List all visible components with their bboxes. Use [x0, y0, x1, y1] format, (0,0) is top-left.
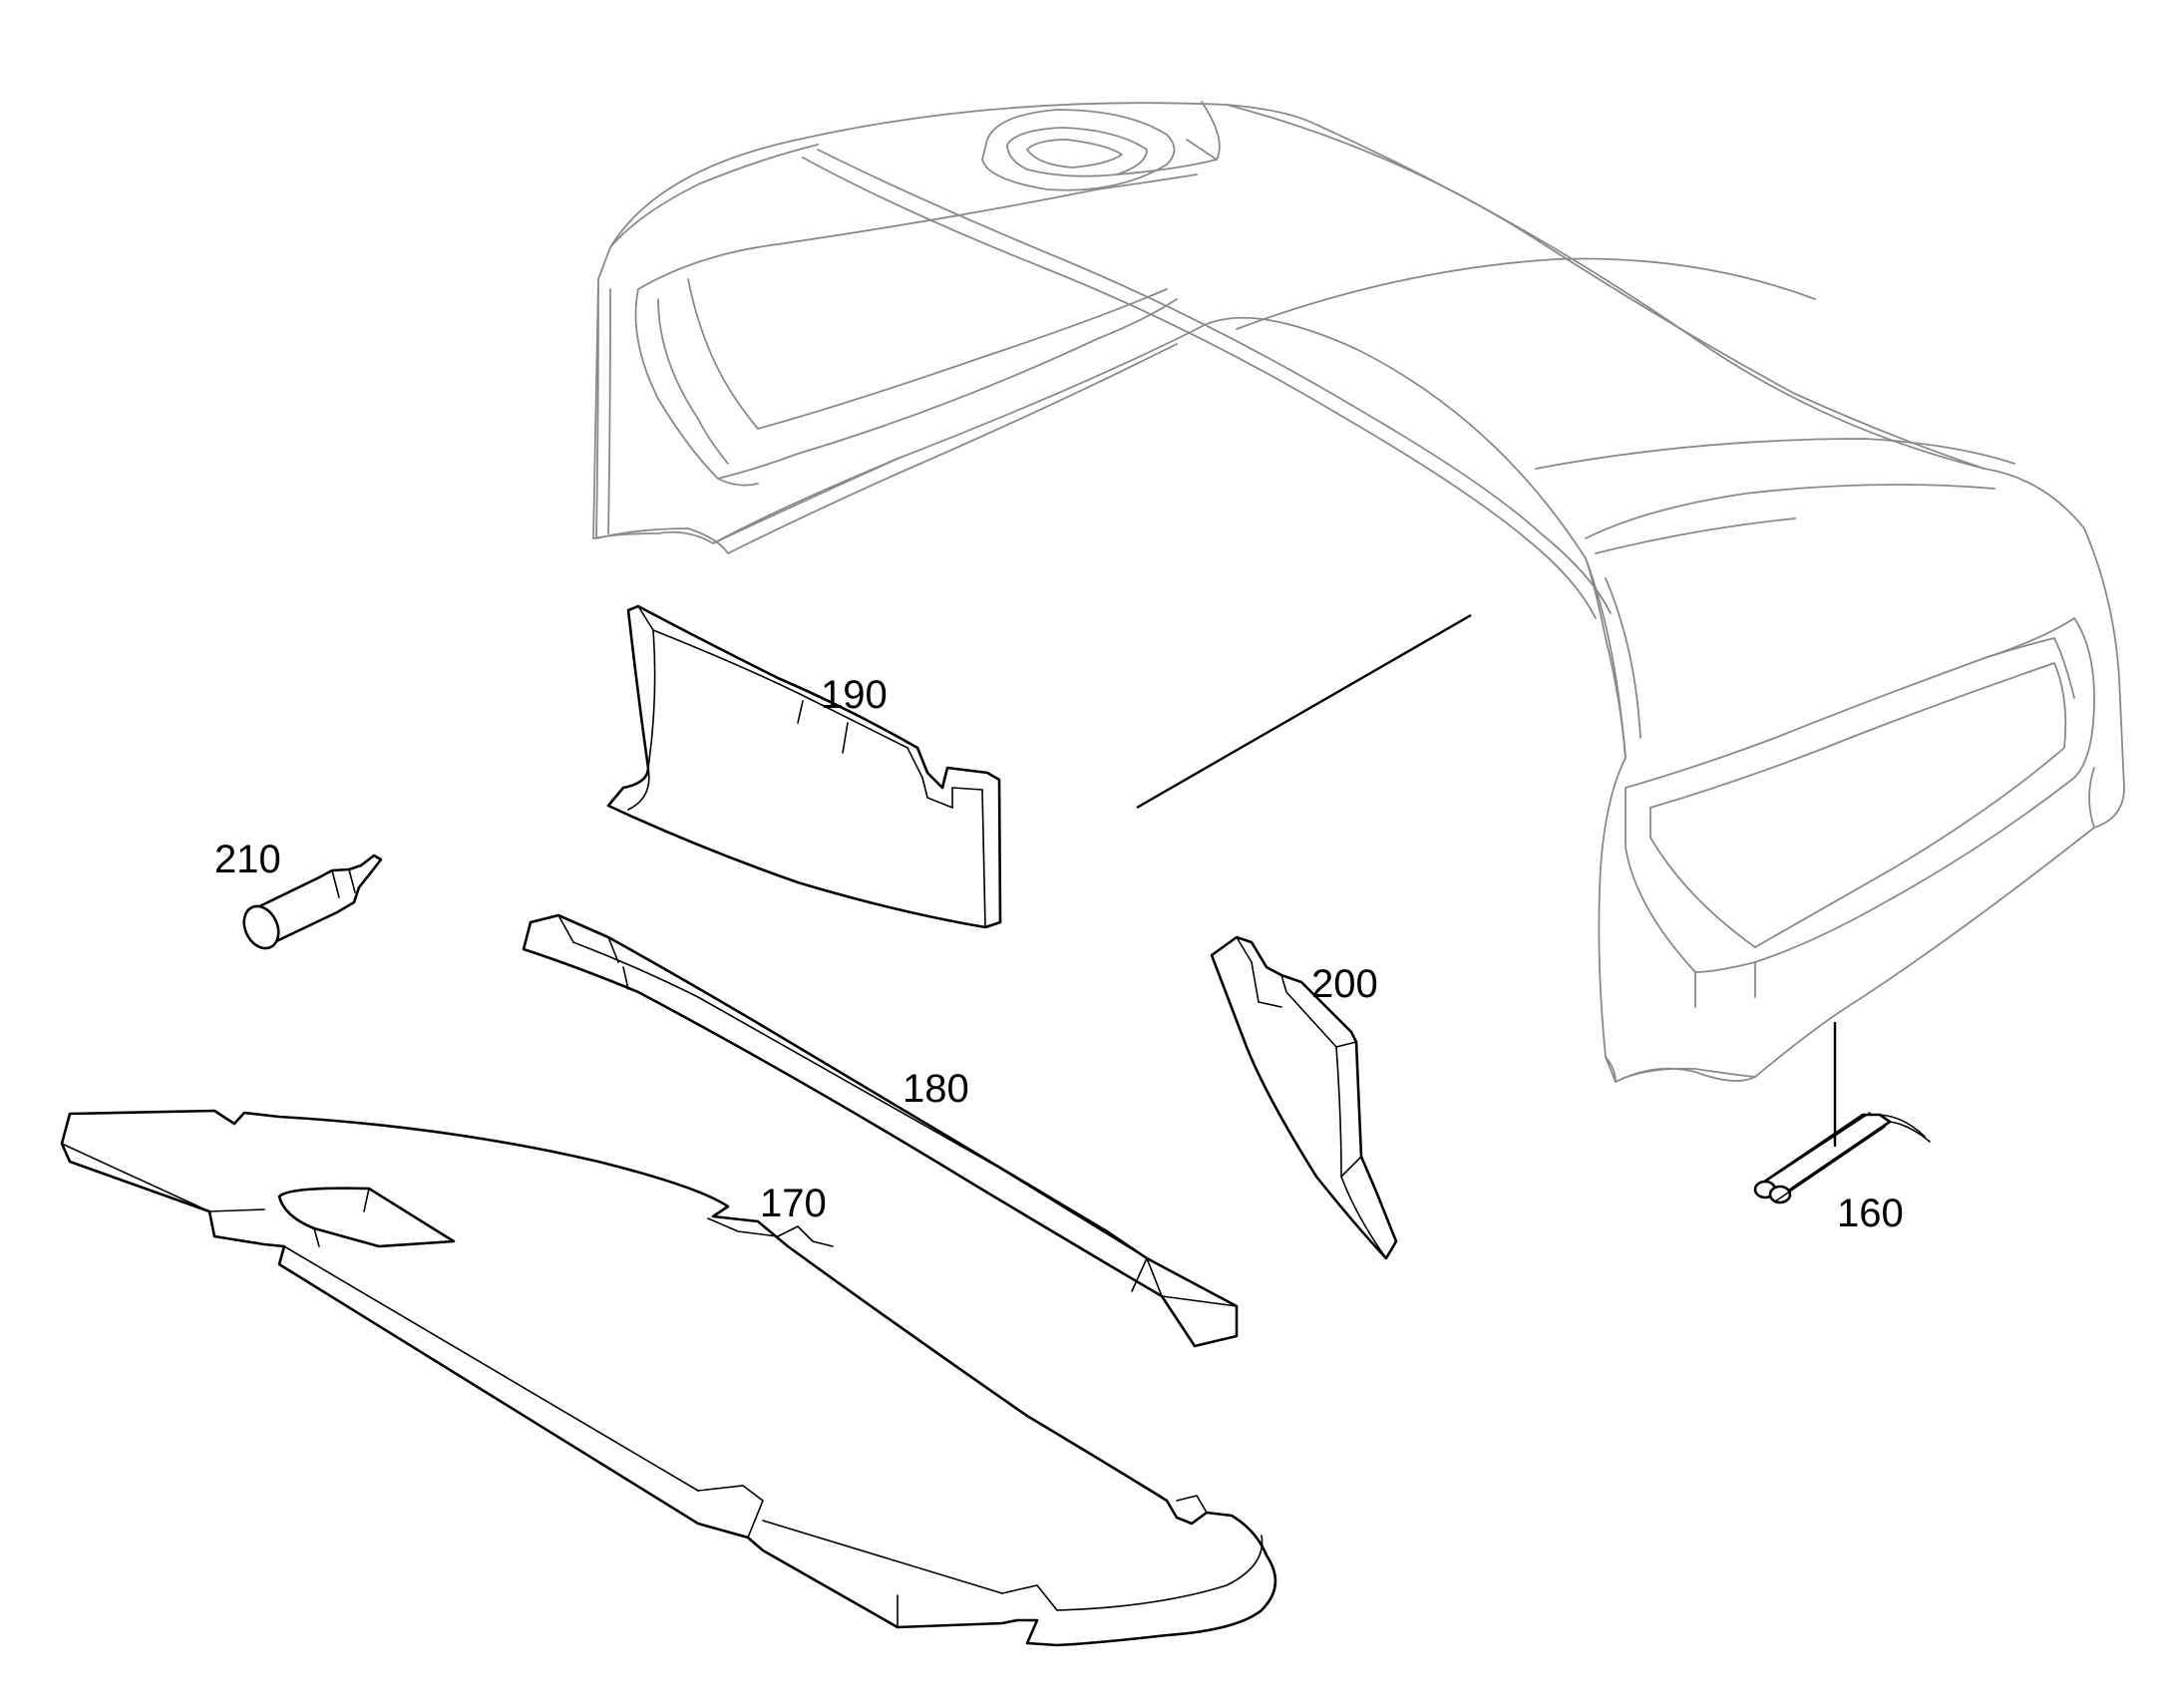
callout-180: 180 — [903, 1067, 969, 1111]
part-200-block — [1210, 935, 1398, 1260]
callout-190: 190 — [821, 673, 888, 717]
callout-160: 160 — [1837, 1192, 1904, 1235]
callout-200: 200 — [1311, 962, 1378, 1006]
callout-170: 170 — [760, 1182, 827, 1225]
hardtop-shell — [592, 101, 2125, 1083]
part-210-tube — [242, 854, 383, 950]
part-170-floor-panel — [60, 1109, 1277, 1647]
part-180-strip — [522, 913, 1239, 1348]
part-160-seal — [1753, 1112, 1931, 1204]
callout-210: 210 — [214, 838, 281, 881]
part-190-panel — [606, 604, 1002, 929]
leader-line-shell — [1136, 613, 1472, 810]
